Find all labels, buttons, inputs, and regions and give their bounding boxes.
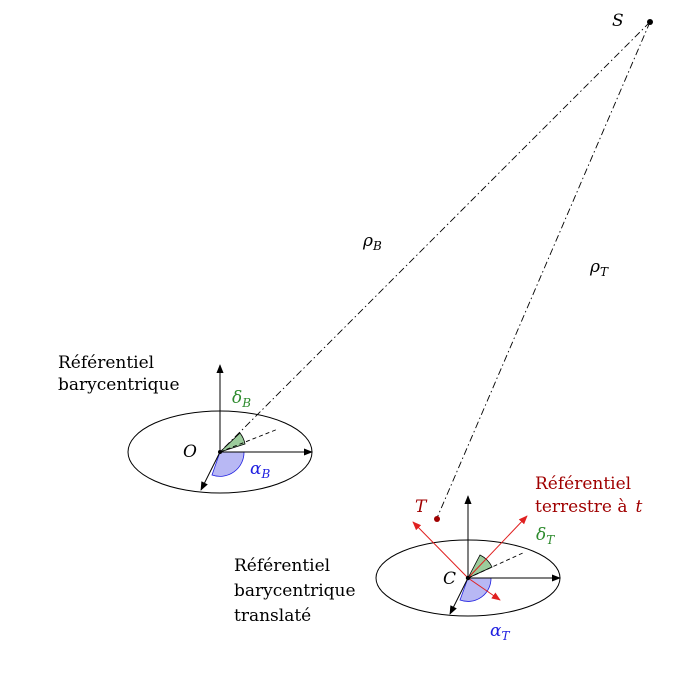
point-s xyxy=(647,19,653,25)
alpha-b-label: αB xyxy=(250,459,270,481)
projection-b-dashed xyxy=(219,428,279,453)
point-o xyxy=(218,450,222,454)
axis-y-t xyxy=(449,577,469,615)
point-c-label: C xyxy=(443,569,456,589)
sight-line-rho-b xyxy=(221,21,651,451)
alpha-t-label: αT xyxy=(490,621,510,643)
axis-y-b xyxy=(200,451,221,491)
point-o-label: O xyxy=(183,442,197,462)
delta-b-label: δB xyxy=(232,388,251,410)
translated-frame-label-line3: translaté xyxy=(234,606,311,626)
translated-frame-label-line1: Référentiel xyxy=(234,556,330,576)
point-t xyxy=(434,516,440,522)
point-t-label: T xyxy=(415,497,428,517)
point-s-label: S xyxy=(612,11,624,31)
terrestrial-axis-3 xyxy=(467,577,501,601)
translated-frame xyxy=(375,495,561,617)
delta-b-sector xyxy=(219,432,246,453)
barycentric-frame-label-line2: barycentrique xyxy=(58,375,180,395)
terrestrial-axis-1 xyxy=(412,521,469,579)
rho-b-label: ρB xyxy=(362,231,382,253)
alpha-b-sector xyxy=(211,451,245,477)
delta-t-label: δT xyxy=(536,525,555,547)
terrestrial-axis-2 xyxy=(467,515,528,579)
rho-t-label: ρT xyxy=(589,257,609,279)
barycentric-frame-label-line1: Référentiel xyxy=(58,353,154,373)
translated-frame-label-line2: barycentrique xyxy=(234,581,356,601)
barycentric-frame xyxy=(127,364,313,494)
point-c xyxy=(465,575,471,581)
alpha-t-sector xyxy=(459,577,492,602)
sight-line-rho-t xyxy=(436,21,651,519)
terrestrial-frame-label-line1: Référentiel xyxy=(535,474,631,494)
projection-t-dashed xyxy=(467,551,526,579)
